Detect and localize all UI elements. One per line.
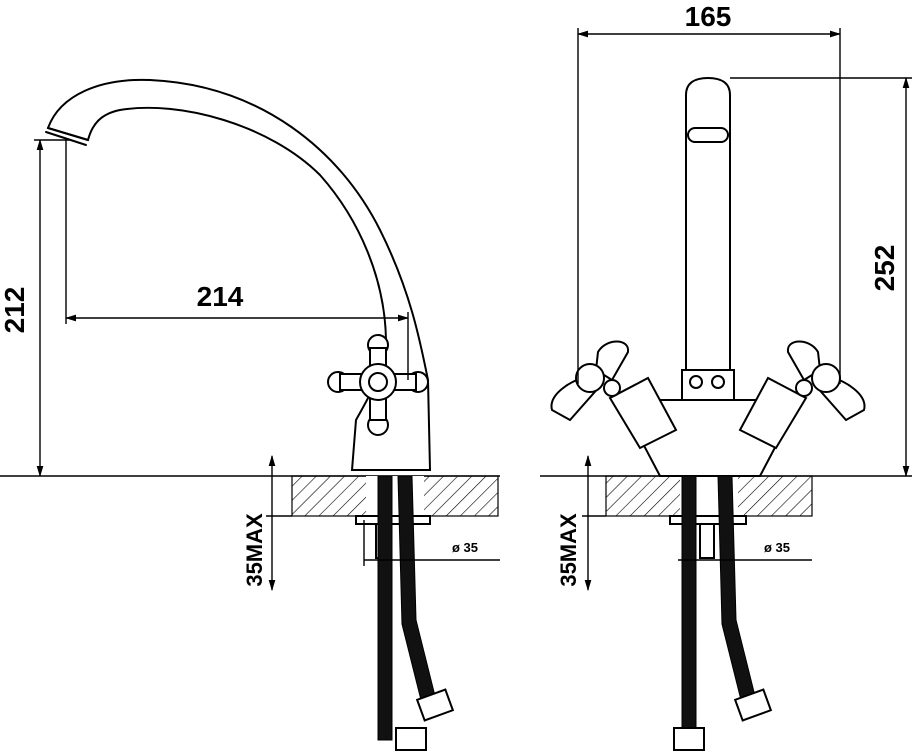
cross-handle-right-front (786, 340, 866, 422)
dim-label-dia-left: ø 35 (452, 540, 478, 555)
dim-label-35max-right: 35MAX (556, 513, 581, 587)
side-view: 212 214 35MAX ø 35 (0, 78, 500, 751)
hose-right-a (681, 475, 697, 741)
dim-label-214: 214 (197, 281, 244, 312)
spout-tip (47, 127, 89, 141)
spout-aerator-front (687, 127, 729, 143)
valve-arm-left (608, 376, 678, 450)
hose-nut-right-a (673, 727, 705, 751)
dim-label-dia-right: ø 35 (764, 540, 790, 555)
dim-label-35max-left: 35MAX (242, 513, 267, 587)
hose-nut-right-b (733, 688, 773, 722)
mounting-nut-left (355, 515, 431, 525)
hose-nut-left-b (415, 688, 455, 722)
valve-arm-right (738, 376, 808, 450)
hose-nut-left-a (395, 727, 427, 751)
mounting-stud-right (699, 523, 715, 559)
hose-left-a (377, 475, 393, 741)
dim-label-252: 252 (869, 245, 900, 292)
dim-label-165: 165 (685, 1, 732, 32)
spout-body-side (46, 78, 432, 471)
mounting-nut-right (669, 515, 747, 525)
dim-label-212: 212 (0, 287, 30, 334)
front-view: 165 252 35MAX ø 35 (540, 1, 912, 751)
spout-aerator (45, 131, 87, 146)
cross-handle-left-front (550, 340, 630, 422)
spout-body-front (685, 76, 731, 401)
